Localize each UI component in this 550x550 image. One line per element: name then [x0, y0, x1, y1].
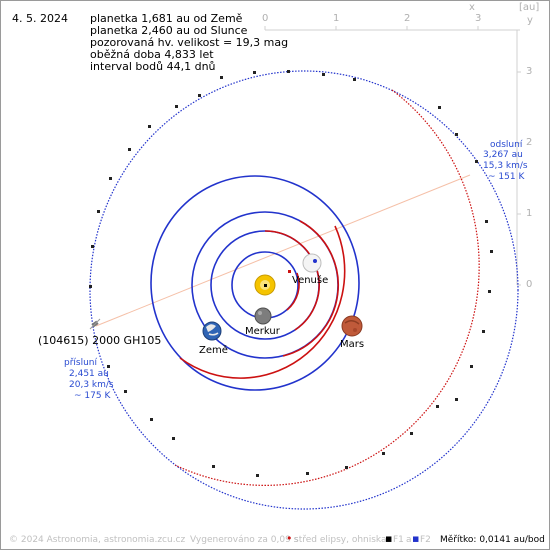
orbit-point: [490, 250, 493, 253]
orbit-point: [482, 330, 485, 333]
x-tick-label-0: 0: [262, 13, 269, 24]
center-legend-text: střed elipsy, ohniska: [294, 535, 387, 545]
mars-label: Mars: [340, 339, 365, 350]
mercury-label: Merkur: [245, 326, 280, 337]
asteroid-orbit-blue: [89, 70, 519, 510]
y-tick-label-0: 0: [526, 279, 533, 290]
orbit-point: [438, 106, 441, 109]
asteroid-orbit-red: [174, 89, 480, 486]
orbit-point: [128, 148, 131, 151]
info-line-earth-distance: planetka 1,681 au od Země: [90, 12, 243, 25]
perihelion-speed: 20,3 km/s: [69, 380, 114, 390]
perihelion-title: přísluní: [64, 358, 98, 368]
earth-orbit-red: [282, 220, 340, 357]
orbit-point: [124, 390, 127, 393]
orbit-point: [410, 432, 413, 435]
orbit-point: [256, 474, 259, 477]
apsis-line: [95, 174, 471, 327]
orbit-point: [353, 78, 356, 81]
orbit-point: [198, 94, 201, 97]
venus-label: Venuše: [292, 275, 329, 286]
info-line-interval: interval bodů 44,1 dnů: [90, 60, 216, 73]
x-tick-label-1: 1: [333, 13, 340, 24]
y-tick-label-1: 1: [526, 208, 533, 219]
perihelion-temperature: ~ 175 K: [74, 391, 111, 401]
aphelion-distance: 3,267 au: [483, 150, 523, 160]
orbit-point: [91, 245, 94, 248]
earth-label: Země: [199, 345, 228, 356]
orbit-point: [107, 365, 110, 368]
focus-one-label: F1: [393, 535, 404, 545]
orbit-point: [97, 210, 100, 213]
orbit-point: [485, 220, 488, 223]
focus-two-label: F2: [420, 535, 431, 545]
venus-icon: [302, 253, 322, 273]
orbit-point: [212, 465, 215, 468]
orbit-point: [475, 160, 478, 163]
orbit-point: [470, 365, 473, 368]
info-line-magnitude: pozorovaná hv. velikost = 19,3 mag: [90, 36, 289, 49]
orbit-point: [322, 73, 325, 76]
info-line-period: oběžná doba 4,833 let: [90, 48, 214, 61]
semi-axis-label: a: [406, 535, 412, 545]
x-axis-label: x: [469, 2, 475, 13]
mars-orbit-blue: [150, 175, 360, 391]
scale-text: Měřítko: 0,0141 au/bod: [440, 535, 545, 545]
orbit-point: [287, 70, 290, 73]
focus-one-marker-icon: ▪: [385, 532, 393, 545]
x-tick-label-3: 3: [475, 13, 482, 24]
info-line-sun-distance: planetka 2,460 au od Slunce: [90, 24, 248, 37]
copyright-text: © 2024 Astronomia, astronomia.zcu.cz: [9, 535, 186, 545]
y-axis-label: y: [527, 15, 533, 26]
orbit-point: [455, 133, 458, 136]
orbit-point: [150, 418, 153, 421]
x-tick-label-2: 2: [404, 13, 411, 24]
orbit-point: [382, 452, 385, 455]
orbit-point: [253, 71, 256, 74]
focus-two-marker-icon: ▪: [412, 532, 420, 545]
orbit-point: [455, 398, 458, 401]
ellipse-center-marker: [288, 270, 291, 273]
orbit-point: [89, 285, 92, 288]
orbit-point: [175, 105, 178, 108]
y-tick-label-2: 2: [526, 137, 533, 148]
y-tick-label-3: 3: [526, 66, 533, 77]
aphelion-title: odsluní: [490, 140, 523, 150]
sun-icon: [254, 274, 276, 296]
perihelion-distance: 2,451 au: [69, 369, 109, 379]
date-label: 4. 5. 2024: [12, 12, 68, 25]
generated-time-text: Vygenerováno za 0,09 s: [190, 535, 299, 545]
orbit-point: [345, 466, 348, 469]
mars-icon: [341, 315, 363, 337]
orbit-point: [306, 472, 309, 475]
asteroid-label: (104615) 2000 GH105: [38, 334, 162, 347]
orbit-point: [148, 125, 151, 128]
mercury-icon: [254, 307, 272, 325]
asteroid-icon: [89, 318, 101, 330]
center-marker-icon: •: [286, 532, 293, 545]
aphelion-speed: 15,3 km/s: [483, 161, 528, 171]
orbit-point: [220, 76, 223, 79]
mars-orbit-red: [179, 225, 346, 379]
earth-icon: [202, 321, 222, 341]
orbit-point-markers: [89, 70, 493, 477]
orbit-point: [436, 405, 439, 408]
unit-label: [au]: [519, 2, 540, 13]
aphelion-temperature: ~ 151 K: [488, 172, 525, 182]
mercury-orbit-red: [286, 272, 300, 311]
orbit-point: [172, 437, 175, 440]
orbit-point: [488, 290, 491, 293]
orbit-point: [109, 177, 112, 180]
